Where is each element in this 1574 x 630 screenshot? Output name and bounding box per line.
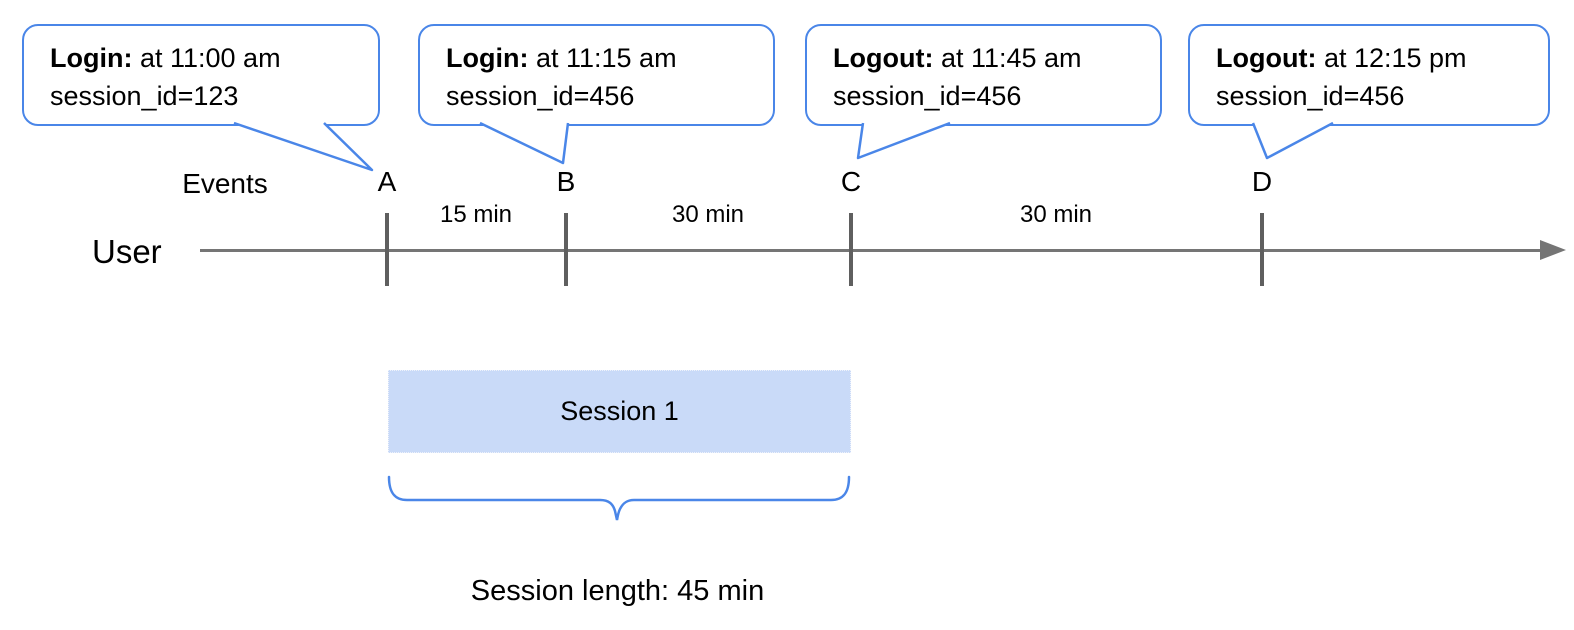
event-type-label: Logout: <box>833 43 934 73</box>
session-box-label: Session 1 <box>560 396 679 426</box>
event-type-label: Login: <box>446 43 529 73</box>
events-label: Events <box>182 168 268 199</box>
event-time: at 12:15 pm <box>1316 43 1467 73</box>
event-callout-d: Logout: at 12:15 pm session_id=456 <box>1188 24 1550 126</box>
event-marker-a: A <box>377 166 397 197</box>
arrow-right-icon <box>1540 240 1566 260</box>
callout-line2: session_id=456 <box>1216 81 1405 111</box>
session-box: Session 1 <box>388 370 851 453</box>
tick-b <box>564 213 568 286</box>
timeline-axis <box>200 249 1546 252</box>
interval-b-c: 30 min <box>671 201 745 228</box>
bubble-tail-c <box>856 121 951 160</box>
event-type-label: Login: <box>50 43 133 73</box>
tick-c <box>849 213 853 286</box>
callout-line1: Logout: at 12:15 pm <box>1216 39 1538 77</box>
bubble-tail-d <box>1251 121 1334 160</box>
tick-d <box>1260 213 1264 286</box>
callout-line1: Logout: at 11:45 am <box>833 39 1150 77</box>
event-callout-b: Login: at 11:15 am session_id=456 <box>418 24 775 126</box>
bubble-tail-b <box>479 121 570 165</box>
callout-line1: Login: at 11:00 am <box>50 39 368 77</box>
event-callout-a: Login: at 11:00 am session_id=123 <box>22 24 380 126</box>
callout-line1: Login: at 11:15 am <box>446 39 763 77</box>
interval-c-d: 30 min <box>1019 201 1093 228</box>
event-callout-c: Logout: at 11:45 am session_id=456 <box>805 24 1162 126</box>
event-time: at 11:15 am <box>528 43 677 73</box>
callout-line2: session_id=123 <box>50 81 239 111</box>
event-marker-d: D <box>1251 166 1273 197</box>
event-marker-c: C <box>840 166 862 197</box>
brace-path <box>387 475 851 521</box>
bubble-tail-a <box>233 121 374 172</box>
event-time: at 11:45 am <box>933 43 1082 73</box>
curly-brace <box>387 475 851 521</box>
tick-a <box>385 213 389 286</box>
callout-line2: session_id=456 <box>446 81 635 111</box>
user-label: User <box>92 233 162 270</box>
event-type-label: Logout: <box>1216 43 1317 73</box>
event-marker-b: B <box>556 166 576 197</box>
callout-line2: session_id=456 <box>833 81 1022 111</box>
event-time: at 11:00 am <box>132 43 281 73</box>
interval-a-b: 15 min <box>439 201 513 228</box>
session-length-caption: Session length: 45 min <box>470 575 765 607</box>
